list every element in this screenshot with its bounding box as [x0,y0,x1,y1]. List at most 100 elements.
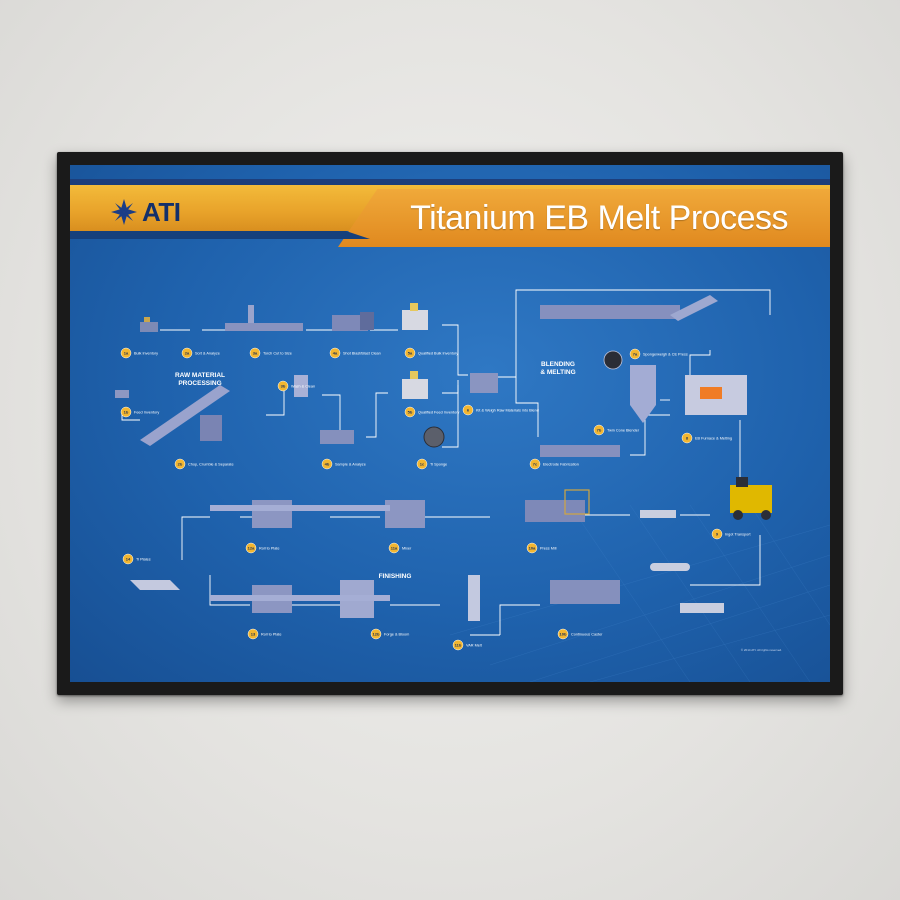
step-number: 2b [178,461,183,466]
machinery-graphics [115,295,772,621]
step-number: 7c [533,461,538,466]
step-number: 12b [373,631,380,636]
section-raw-line2: PROCESSING [178,380,221,387]
step-label: Electrode Fabrication [543,462,579,466]
section-finish: FINISHING [379,573,412,580]
step-label: Ti Plates [136,557,151,561]
step-11b: 11b VAR Melt [452,639,483,651]
step-number: 3b [281,383,286,388]
step-3a: 3a Torch Cut to Size [249,347,292,359]
step-label: Ti Sponge [430,462,447,466]
step-label: Sponge/weigh & CE Press [643,352,688,356]
step-7a: 7a Sponge/weigh & CE Press [629,348,688,360]
step-number: 13 [251,631,256,636]
step-12b: 12b Forge & Bloom [370,628,409,640]
banner-accent [70,231,370,239]
step-number: 11b [455,642,462,647]
step-7c: 7c Electrode Fabrication [529,458,579,470]
step-label: Qualified Feed Inventory [418,410,459,414]
step-badge [329,347,341,359]
step-6: 6 Kit & Weigh Raw Materials into Blend [462,404,539,416]
step-number: 3a [253,350,258,355]
step-badge [711,528,723,540]
step-number: 10b [560,631,567,636]
step-number: 6 [467,407,470,412]
step-number: 8 [686,435,689,440]
step-14: 14 Ti Plates [122,553,151,565]
step-label: Torch Cut to Size [263,351,292,355]
step-3b: 3b Wash & Clean [277,380,315,392]
step-label: Bulk Inventory [134,351,158,355]
step-label: Kit & Weigh Raw Materials into Blend [476,408,539,412]
step-badge [529,458,541,470]
step-label: Twin Cone Blender [607,428,640,432]
poster-title: Titanium EB Melt Process [410,199,788,237]
step-badge [122,553,134,565]
step-8: 8 EB Furnace & Melting [681,432,732,444]
step-badge [321,458,333,470]
section-raw-line1: RAW MATERIAL [175,372,225,379]
step-badge [416,458,428,470]
step-label: Roll to Plate [259,546,279,550]
grid-floor [449,504,830,682]
step-11a: 11a Mixer [388,542,412,554]
section-blend: BLENDING & MELTING [540,361,575,376]
flow-lines [121,289,771,636]
step-label: Wash & Clean [291,384,315,388]
step-2a: 2a Sort & Analyze [181,347,220,359]
step-number: 1b [124,409,129,414]
step-9: 9 Ingot Transport [711,528,751,540]
step-label: Ingot Transport [725,532,751,536]
banner-title-plate [338,189,830,247]
step-badge [120,347,132,359]
section-raw: RAW MATERIAL PROCESSING [175,372,225,387]
step-badge [462,404,474,416]
step-badge [526,542,538,554]
step-number: 9 [716,531,719,536]
process-steps: 1a Bulk Inventory 2a Sort & Analyze 3a Torch … [120,347,751,651]
step-badge [557,628,569,640]
step-number: 1a [124,350,129,355]
step-label: Sort & Analyze [195,351,220,355]
step-label: Forge & Bloom [384,632,409,636]
step-label: Sample & Analyze [335,462,366,466]
step-number: 5a [408,350,413,355]
step-badge [174,458,186,470]
process-diagram: RAW MATERIAL PROCESSING BLENDING & MELTI… [115,289,830,682]
step-label: EB Furnace & Melting [695,436,732,440]
brand-name: ATI [142,196,181,227]
step-badge [629,348,641,360]
ati-logo: ATI [110,196,181,227]
step-number: 7a [633,351,638,356]
step-number: 1c [420,461,425,466]
step-badge [452,639,464,651]
section-blend-line2: & MELTING [540,369,575,376]
step-1a: 1a Bulk Inventory [120,347,158,359]
step-number: 2a [185,350,190,355]
step-label: Roll to Plate [261,632,281,636]
step-badge [404,347,416,359]
step-label: VAR Melt [466,643,483,647]
step-4b: 4b Sample & Analyze [321,458,366,470]
step-1b: 1b Feed Inventory [120,406,159,418]
step-badge [593,424,605,436]
step-badge [247,628,259,640]
step-label: Press Mill [540,546,557,550]
step-1c: 1c Ti Sponge [416,458,447,470]
step-label: Shot Blast/Blast Clean [343,351,381,355]
step-number: 4b [325,461,330,466]
step-label: Feed Inventory [134,410,159,414]
step-number: 7b [597,427,602,432]
step-number: 14 [126,556,131,561]
step-badge [181,347,193,359]
step-number: 11a [391,545,398,550]
step-label: Mixer [402,546,412,550]
step-7b: 7b Twin Cone Blender [593,424,640,436]
